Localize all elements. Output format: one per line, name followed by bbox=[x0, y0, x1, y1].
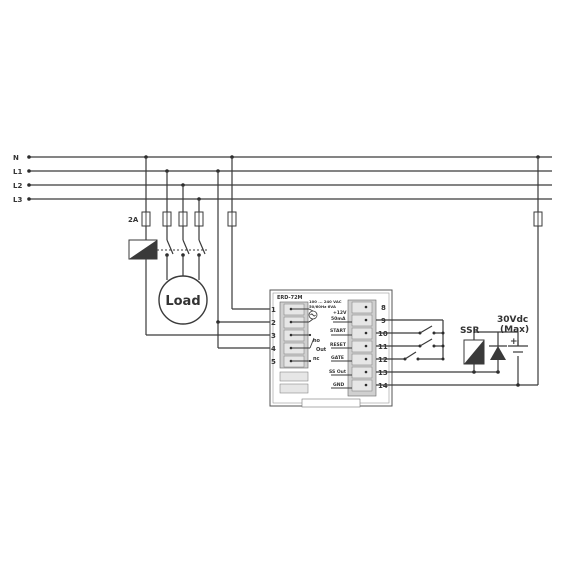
left-terminal-1: 1 bbox=[271, 306, 276, 314]
fuse-drops bbox=[145, 157, 539, 322]
relay-output-contact: no Out nc bbox=[291, 333, 327, 363]
contact-icon bbox=[165, 226, 206, 280]
svg-text:+: + bbox=[510, 337, 518, 347]
supply-rating-line2: 50/60Hz 6VA bbox=[309, 304, 336, 309]
start-label: START bbox=[330, 328, 347, 334]
left-terminal-4: 4 bbox=[271, 345, 276, 353]
supply-bus: N L1 L2 L3 bbox=[13, 154, 552, 204]
right-terminal-9: 9 bbox=[381, 317, 386, 325]
gnd-label: GND bbox=[333, 382, 344, 388]
motor-load-icon: Load bbox=[158, 275, 208, 325]
gate-label: GATE bbox=[331, 355, 344, 361]
right-terminal-block bbox=[347, 299, 377, 397]
left-terminal-3: 3 bbox=[271, 332, 276, 340]
right-terminal-8: 8 bbox=[381, 304, 386, 312]
left-terminal-2: 2 bbox=[271, 319, 276, 327]
internal-ticks bbox=[331, 321, 352, 389]
output-nc-label: nc bbox=[313, 356, 320, 362]
device-supply-wires bbox=[216, 226, 275, 349]
source-voltage-label: 30Vdc bbox=[497, 315, 528, 325]
ssr-label: SSR bbox=[460, 326, 480, 336]
fuse-icon bbox=[141, 211, 543, 227]
relay-coil-icon bbox=[128, 226, 275, 336]
ssr-icon bbox=[463, 339, 485, 365]
battery-icon: + bbox=[508, 337, 528, 353]
ac-supply-icon bbox=[291, 308, 318, 323]
supply-50ma-label: 50mA bbox=[331, 316, 346, 322]
bus-junctions bbox=[144, 155, 540, 201]
right-terminal-14: 14 bbox=[378, 382, 388, 390]
source-max-label: (Max) bbox=[500, 325, 529, 335]
right-terminal-12: 12 bbox=[378, 356, 388, 364]
diode-icon bbox=[489, 345, 507, 360]
right-terminal-11: 11 bbox=[378, 343, 388, 351]
bus-label-n: N bbox=[13, 154, 19, 162]
terminal-block-icon bbox=[279, 301, 309, 394]
reset-label: RESET bbox=[330, 342, 347, 348]
ss-out-label: SS Out bbox=[329, 369, 347, 375]
output-no-label: no bbox=[313, 338, 321, 344]
load-label: Load bbox=[165, 294, 200, 309]
left-terminal-5: 5 bbox=[271, 358, 276, 366]
control-wiring bbox=[376, 226, 539, 387]
right-terminal-10: 10 bbox=[378, 330, 388, 338]
bus-label-l3: L3 bbox=[13, 196, 22, 204]
right-terminal-13: 13 bbox=[378, 369, 388, 377]
output-out-label: Out bbox=[316, 347, 327, 353]
bus-label-l1: L1 bbox=[13, 168, 22, 176]
bus-label-l2: L2 bbox=[13, 182, 22, 190]
supply-12v-label: +12V bbox=[333, 310, 347, 316]
device-model: ERD-72M bbox=[277, 295, 303, 301]
fuse-rating-label: 2A bbox=[128, 216, 139, 224]
supply-rating-line1: 100 ... 240 VAC bbox=[309, 299, 342, 304]
